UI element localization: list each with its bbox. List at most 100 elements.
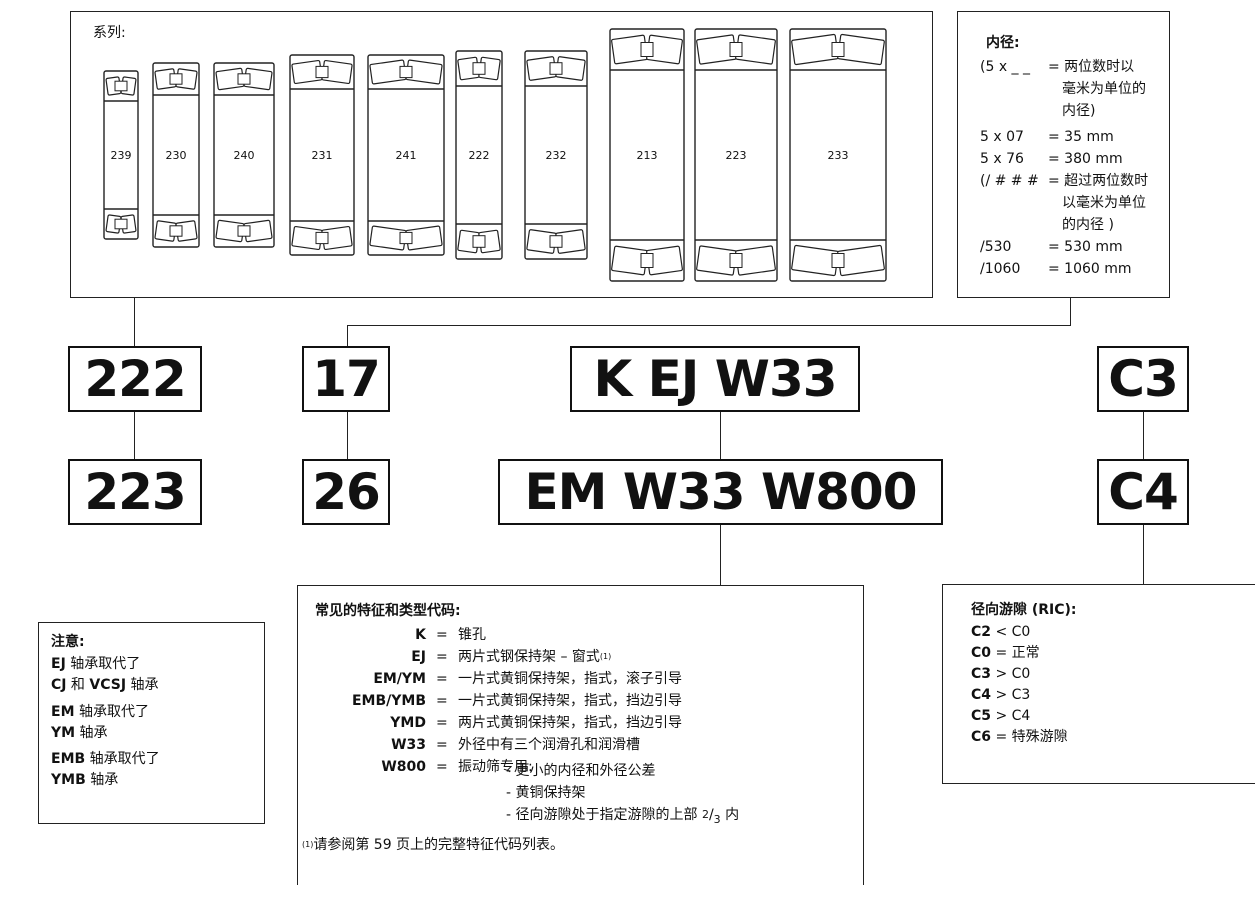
feature-code: EM/YM	[373, 671, 426, 687]
connector-c3-c4	[1143, 412, 1144, 459]
bore-row-key: /1060	[980, 261, 1021, 277]
clearance-code-c4: C4	[1097, 459, 1189, 525]
fraction-tail: 内	[720, 807, 740, 823]
feature-equals: =	[436, 693, 448, 709]
suffix-code-k-ej-w33: K EJ W33	[570, 346, 860, 412]
footnote-mark: (1)	[302, 840, 314, 849]
clearance-code: C6	[971, 729, 992, 745]
bore-row-key: 5 x 76	[980, 151, 1024, 167]
feature-description-text: 锥孔	[458, 627, 486, 643]
bearing-section-239: 239	[103, 70, 139, 240]
feature-code: YMD	[390, 715, 426, 731]
clearance-text: > C3	[991, 687, 1031, 703]
series-number-label: 233	[828, 149, 849, 162]
clearance-code: C4	[971, 687, 992, 703]
bore-title: 内径:	[986, 35, 1020, 51]
connector-bore-b	[347, 325, 1071, 326]
clearance-code: C2	[971, 624, 992, 640]
note-code: CJ	[51, 677, 67, 693]
w800-subitem: - 更小的内径和外径公差	[506, 763, 656, 779]
w800-subitem: - 径向游隙处于指定游隙的上部 2/3 内	[506, 807, 740, 826]
connector-17-26	[347, 412, 348, 459]
series-number-label: 223	[726, 149, 747, 162]
note-text: 轴承取代了	[74, 704, 149, 720]
bore-row-value: = 1060 mm	[1048, 261, 1132, 277]
bore-row-value: = 380 mm	[1048, 151, 1123, 167]
notes-title: 注意:	[51, 634, 85, 650]
feature-code: EMB/YMB	[351, 693, 426, 709]
clearance-row: C4 > C3	[971, 686, 1030, 704]
feature-equals: =	[436, 759, 448, 775]
feature-equals: =	[436, 715, 448, 731]
feature-description-text: 一片式黄铜保持架，指式，挡边引导	[458, 693, 682, 709]
feature-description: 一片式黄铜保持架，指式，挡边引导	[458, 692, 682, 710]
clearance-code: C0	[971, 645, 992, 661]
feature-equals: =	[436, 649, 448, 665]
suffix-code-em-w33-w800: EM W33 W800	[498, 459, 943, 525]
bearing-section-241: 241	[367, 54, 445, 256]
features-footnote: (1)请参阅第 59 页上的完整特征代码列表。	[302, 836, 564, 854]
feature-description-text: 两片式钢保持架 – 窗式	[458, 649, 600, 665]
note-code: VCSJ	[89, 677, 127, 693]
fraction-denominator: 3	[713, 812, 721, 826]
series-code-223: 223	[68, 459, 202, 525]
series-code-222: 222	[68, 346, 202, 412]
bore-row-value: = 530 mm	[1048, 239, 1123, 255]
connector-suffix	[720, 412, 721, 459]
feature-description-text: 两片式黄铜保持架，指式，挡边引导	[458, 715, 682, 731]
clearance-code-c3: C3	[1097, 346, 1189, 412]
series-number-label: 230	[166, 149, 187, 162]
clearance-code: C3	[971, 666, 992, 682]
series-number-label: 231	[312, 149, 333, 162]
feature-description: 外径中有三个润滑孔和润滑槽	[458, 736, 640, 754]
series-number-label: 240	[234, 149, 255, 162]
note-text: 轴承	[126, 677, 159, 693]
clearance-code: C5	[971, 708, 992, 724]
bearing-section-230: 230	[152, 62, 200, 248]
feature-description: 一片式黄铜保持架，指式，滚子引导	[458, 670, 682, 688]
clearance-text: > C0	[991, 666, 1031, 682]
feature-description: 振动筛专用:	[458, 758, 533, 776]
bearing-section-222: 222	[455, 50, 503, 260]
clearance-text: = 正常	[991, 645, 1040, 661]
note-code: EJ	[51, 656, 66, 672]
note-code: EM	[51, 704, 75, 720]
connector-bore-c	[347, 325, 348, 346]
note-text: 轴承	[75, 725, 108, 741]
series-number-label: 232	[546, 149, 567, 162]
bearing-section-213: 213	[609, 28, 685, 282]
notes-panel: 注意: EJ 轴承取代了 CJ 和 VCSJ 轴承 EM 轴承取代了 YM 轴承…	[38, 622, 265, 824]
clearance-text: > C4	[991, 708, 1031, 724]
bore-code-17: 17	[302, 346, 390, 412]
feature-description: 两片式钢保持架 – 窗式(1)	[458, 648, 611, 666]
feature-description-text: 振动筛专用:	[458, 759, 533, 775]
clearance-row: C6 = 特殊游隙	[971, 728, 1068, 746]
note-code: YMB	[51, 772, 86, 788]
connector-222-223	[134, 412, 135, 459]
note-text: 轴承	[85, 772, 119, 788]
features-title: 常见的特征和类型代码:	[315, 603, 461, 619]
clearance-text: < C0	[991, 624, 1031, 640]
bore-row-key: (5 x _ _	[980, 59, 1031, 75]
feature-description-text: 一片式黄铜保持架，指式，滚子引导	[458, 671, 682, 687]
clearance-text: = 特殊游隙	[991, 729, 1068, 745]
clearance-row: C2 < C0	[971, 623, 1030, 641]
footnote-reference: (1)	[599, 652, 612, 661]
feature-equals: =	[436, 671, 448, 687]
note-line: YM 轴承	[51, 724, 108, 742]
clearance-row: C3 > C0	[971, 665, 1030, 683]
bearing-series-drawings: 239 230 240 231 241 222 232 213 223 233	[103, 28, 887, 282]
note-line: YMB 轴承	[51, 771, 118, 789]
note-text: 轴承取代了	[65, 656, 141, 672]
bore-row-value: 内径)	[1062, 103, 1096, 119]
series-number-label: 222	[469, 149, 490, 162]
bearing-section-233: 233	[789, 28, 887, 282]
clearance-row: C5 > C4	[971, 707, 1030, 725]
feature-description: 锥孔	[458, 626, 486, 644]
clearance-row: C0 = 正常	[971, 644, 1040, 662]
bearing-section-223: 223	[694, 28, 778, 282]
note-code: EMB	[51, 751, 86, 767]
note-line: EJ 轴承取代了	[51, 655, 140, 673]
note-text: 轴承取代了	[85, 751, 160, 767]
